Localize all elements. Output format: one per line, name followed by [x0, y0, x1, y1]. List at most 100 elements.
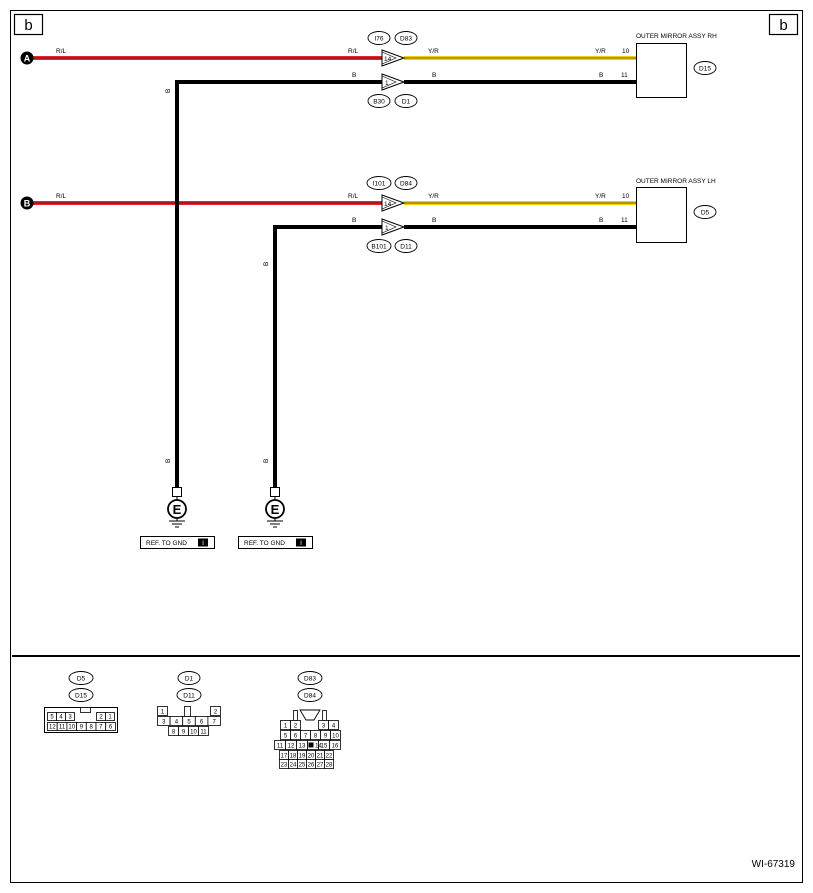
- connector-pin-number: 2: [99, 715, 103, 721]
- connector-pin-number: 10: [190, 730, 197, 736]
- connector-pin-number: 18: [290, 754, 297, 760]
- component-conn-lh: D5: [701, 210, 710, 217]
- connector-pin-number: 9: [324, 734, 328, 740]
- wire-b-lh-drop: [273, 225, 382, 487]
- corner-label-left: b: [24, 17, 32, 34]
- connector-pin-number: 5: [187, 720, 191, 726]
- connector-pin: 24: [288, 759, 298, 769]
- connector-pin: 8: [168, 726, 179, 736]
- pin-11-lh: 11: [621, 217, 628, 224]
- svg-text:B101: B101: [371, 244, 387, 251]
- connector-pin: 27: [315, 759, 325, 769]
- connector-pin: 3: [157, 716, 171, 726]
- connector-pin: 11: [56, 722, 68, 731]
- connector-pin: 10: [330, 730, 341, 740]
- ground-symbol-rh: E: [173, 502, 182, 517]
- connector-pin: 13: [296, 740, 308, 750]
- connector-pin: 19: [297, 750, 307, 760]
- connector-pin: 21: [315, 750, 325, 760]
- wire-label-b-rh-2: B: [432, 72, 436, 79]
- node-a: A: [20, 51, 34, 65]
- connector-pin-number: 6: [200, 720, 204, 726]
- connector-pin: 8: [85, 722, 97, 731]
- connector-symbol-lh-top: 14: [381, 194, 406, 212]
- conn-view-label-d1: D1: [185, 676, 194, 683]
- connector-pin-number: 4: [175, 720, 179, 726]
- connector-pin-number: 12: [288, 744, 295, 750]
- connector-pin-number: 4: [59, 715, 63, 721]
- connector-pin-number: 12: [49, 725, 56, 731]
- ref-mark-lh: I: [300, 540, 302, 547]
- connector-tag-b101: B101: [366, 239, 392, 253]
- connector-pin-number: 22: [326, 754, 333, 760]
- connector-pin-number: 24: [290, 763, 297, 769]
- svg-text:I76: I76: [374, 36, 383, 43]
- connector-pin: 1: [280, 720, 291, 730]
- page-frame: [10, 10, 803, 883]
- outer-mirror-assy-rh: OUTER MIRROR ASSY RH D15: [636, 33, 717, 98]
- wire-label-yr-rh-2: Y/R: [595, 48, 606, 55]
- conn-view-label-d84: D84: [304, 693, 316, 700]
- component-label-rh: OUTER MIRROR ASSY RH: [636, 33, 717, 40]
- connector-pin-number: 7: [213, 720, 217, 726]
- pin-1-lh: 1: [385, 225, 389, 232]
- connector-pin-number: 5: [284, 734, 288, 740]
- wire-label-b-lh-vert-top: B: [263, 262, 270, 266]
- connector-pin: 5: [280, 730, 291, 740]
- connector-pin: 7: [207, 716, 221, 726]
- svg-text:B30: B30: [373, 99, 385, 106]
- connector-pin-number: 28: [326, 763, 333, 769]
- wire-label-b-lh-3: B: [599, 217, 603, 224]
- connector-pin-number: 3: [322, 724, 326, 730]
- pin-10-rh: 10: [622, 48, 630, 55]
- connector-symbol-rh-top: 14: [381, 49, 406, 67]
- node-a-label: A: [24, 54, 31, 64]
- connector-pin-number: 8: [172, 730, 176, 736]
- connector-pin: 10: [66, 722, 78, 731]
- svg-text:D11: D11: [400, 244, 412, 251]
- connector-pin-number: 1: [108, 715, 112, 721]
- connector-pin: 2: [210, 706, 221, 716]
- connector-tag-i76: I76: [367, 31, 391, 45]
- wire-label-yr-rh: Y/R: [428, 48, 439, 55]
- connector-pin-number: 9: [80, 725, 84, 731]
- connector-pin: 4: [169, 716, 184, 726]
- connector-pin-number: 11: [200, 730, 207, 736]
- pin-14-rh: 14: [384, 56, 392, 63]
- wire-label-rl-lh-2: R/L: [348, 193, 359, 200]
- svg-text:D84: D84: [400, 181, 412, 188]
- connector-pin-number: 3: [68, 715, 72, 721]
- wire-label-b-rh-vert-bottom: B: [165, 459, 172, 463]
- pin-1-rh: 1: [385, 80, 389, 87]
- pin-10-lh: 10: [622, 193, 630, 200]
- connector-pin-number: 1: [284, 724, 288, 730]
- connector-pin: 16: [329, 740, 341, 750]
- connector-pin: 6: [105, 722, 116, 731]
- svg-text:I101: I101: [373, 181, 386, 188]
- connector-pin: 7: [300, 730, 311, 740]
- connector-pin: 9: [178, 726, 189, 736]
- connector-pin-number: 15: [321, 744, 328, 750]
- conn-view-label-d5: D5: [77, 676, 86, 683]
- connector-pin: 23: [279, 759, 289, 769]
- connector-pin: 12: [47, 722, 58, 731]
- wire-label-b-lh: B: [352, 217, 356, 224]
- connector-pin-number: 20: [308, 754, 315, 760]
- connector-pin-number: 19: [299, 754, 306, 760]
- connector-tag-b30: B30: [367, 94, 391, 108]
- connector-pin: 1: [157, 706, 168, 716]
- connector-pin-number: 7: [304, 734, 308, 740]
- connector-tag-i101: I101: [366, 176, 392, 190]
- connector-symbol-lh-bottom: 1: [381, 218, 406, 236]
- corner-label-right: b: [779, 17, 787, 34]
- connector-pin-number: 16: [332, 744, 339, 750]
- corner-marker-right: b: [768, 13, 799, 36]
- connector-pin: 1: [105, 712, 115, 721]
- connector-pin-number: 13: [299, 744, 306, 750]
- connector-pin-number: 25: [299, 763, 306, 769]
- wire-label-rl-rh: R/L: [56, 48, 67, 55]
- pin-14-marker: [308, 742, 314, 748]
- wire-label-yr-lh-2: Y/R: [595, 193, 606, 200]
